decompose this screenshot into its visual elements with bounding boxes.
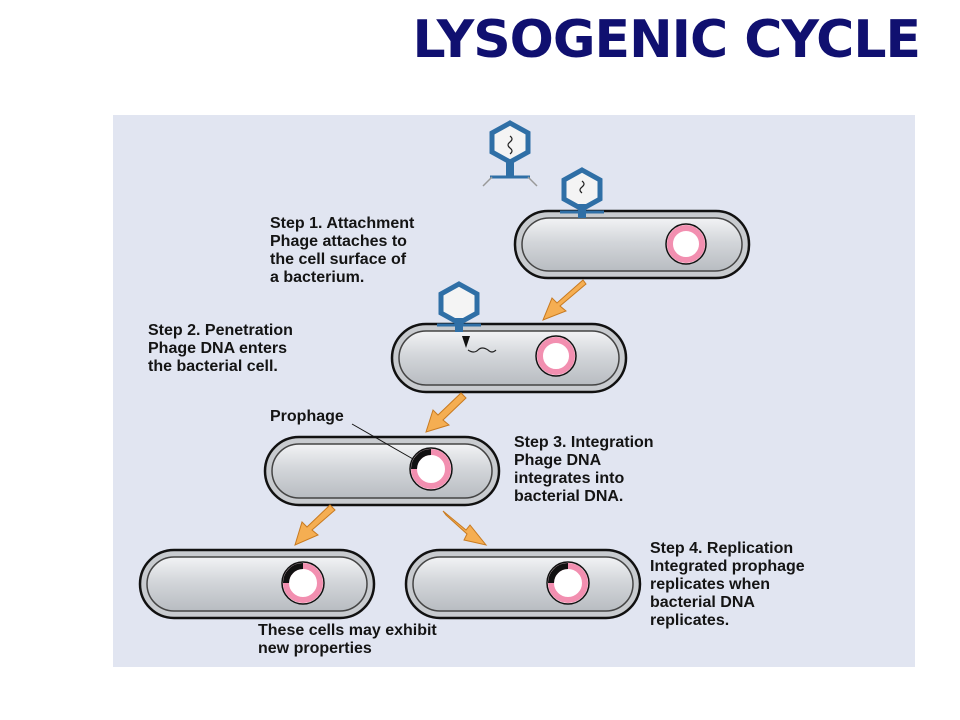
outcome-text: These cells may exhibit new properties	[258, 622, 437, 658]
step3-text: Step 3. Integration Phage DNA integrates…	[514, 434, 654, 506]
arrow-3-to-4a	[294, 504, 336, 546]
step4-text: Step 4. Replication Integrated prophage …	[650, 540, 805, 630]
arrow-1-to-2	[542, 279, 587, 321]
step2-heading: Step 2. Penetration	[148, 322, 293, 339]
step1-line3: a bacterium.	[270, 269, 365, 286]
step3-line2: integrates into	[514, 470, 625, 487]
step4-line1: Integrated prophage	[650, 558, 805, 575]
cell-step4-left	[138, 548, 376, 620]
cell-step3	[263, 423, 501, 507]
outcome-line2: new properties	[258, 640, 372, 657]
step4-line2: replicates when	[650, 576, 771, 593]
step3-heading: Step 3. Integration	[514, 434, 654, 451]
cell-step1	[513, 167, 751, 280]
prophage-label: Prophage	[270, 408, 344, 425]
step4-line4: replicates.	[650, 612, 730, 629]
step3-line3: bacterial DNA.	[514, 488, 624, 505]
outcome-line1: These cells may exhibit	[258, 622, 437, 639]
step2-text: Step 2. Penetration Phage DNA enters the…	[148, 322, 293, 376]
free-phage	[482, 120, 538, 187]
cell-step4-right	[404, 548, 642, 620]
arrow-2-to-3	[425, 392, 467, 433]
step2-line2: the bacterial cell.	[148, 358, 278, 375]
step4-heading: Step 4. Replication	[650, 540, 794, 557]
arrow-3-to-4b	[442, 510, 488, 546]
step4-line3: bacterial DNA	[650, 594, 755, 611]
step1-line2: the cell surface of	[270, 251, 407, 268]
page-title: LYSOGENIC CYCLE	[412, 10, 921, 70]
step2-line1: Phage DNA enters	[148, 340, 287, 357]
step1-line1: Phage attaches to	[270, 233, 407, 250]
step3-line1: Phage DNA	[514, 452, 602, 469]
step1-heading: Step 1. Attachment	[270, 215, 415, 232]
cell-step2	[390, 281, 628, 394]
step1-text: Step 1. Attachment Phage attaches to the…	[270, 215, 414, 287]
